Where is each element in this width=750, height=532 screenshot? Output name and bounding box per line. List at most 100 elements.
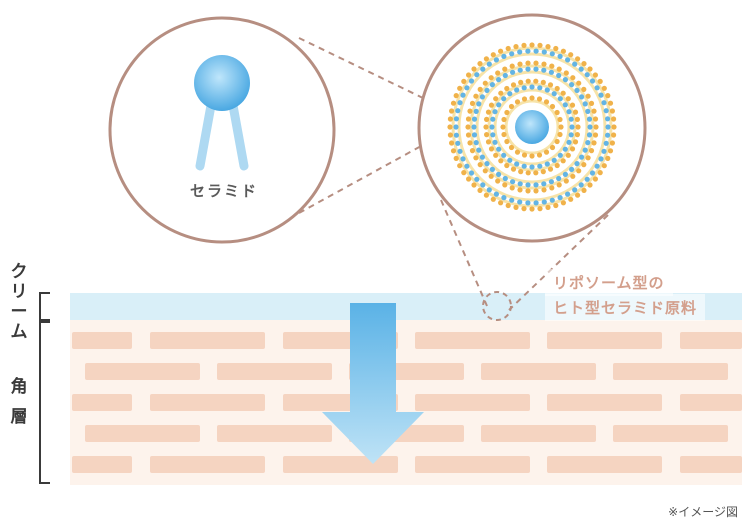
lipid-head	[557, 131, 563, 138]
lipid-head	[557, 96, 563, 102]
lipid-head	[587, 66, 593, 72]
lipid-head	[502, 72, 508, 79]
lipid-head	[502, 175, 508, 182]
lipid-tail-ring	[451, 46, 613, 208]
lipid-head	[570, 173, 576, 179]
brick	[680, 394, 742, 411]
lipid-head	[477, 61, 483, 67]
lipid-head	[609, 140, 616, 146]
brick	[283, 456, 398, 473]
lipid-head	[479, 94, 485, 100]
lipid-head	[569, 124, 575, 130]
lipid-head	[541, 67, 547, 73]
lipid-head	[529, 164, 535, 170]
lipid-head	[510, 82, 517, 88]
lipid-head	[565, 57, 571, 63]
lipid-head	[565, 191, 571, 197]
lipid-head	[490, 116, 496, 122]
brick	[415, 394, 530, 411]
lipid-head	[477, 187, 483, 193]
lipid-head	[469, 148, 476, 154]
lipid-head	[594, 85, 600, 91]
lipid-head	[513, 204, 519, 210]
lipid-head	[509, 69, 516, 75]
lipid-head	[501, 53, 507, 60]
brick	[72, 394, 132, 411]
lipid-head	[549, 51, 555, 57]
lipid-head	[603, 108, 609, 114]
cream-bracket	[39, 292, 50, 321]
lipid-head	[601, 85, 607, 91]
lipid-head	[471, 124, 477, 130]
lipid-head	[591, 108, 597, 114]
lipid-head	[574, 87, 580, 93]
lipid-head	[507, 91, 513, 97]
lipid-head	[453, 155, 459, 161]
lipid-head	[560, 200, 567, 206]
lipid-head	[493, 57, 499, 63]
lipid-head	[460, 156, 466, 162]
lipid-head	[482, 168, 488, 174]
zoom-origin-circle	[482, 291, 512, 321]
lipid-head	[461, 170, 467, 176]
lipid-head	[465, 116, 472, 122]
lipid-head	[473, 108, 479, 114]
lipid-head	[453, 132, 459, 138]
brick	[481, 425, 596, 442]
lipid-tail-ring	[493, 88, 571, 166]
lipid-head	[525, 200, 531, 206]
lipid-head	[525, 48, 531, 54]
lipid-head	[589, 78, 596, 84]
lipid-head	[556, 175, 562, 182]
lipid-head	[540, 169, 546, 175]
lipid-head	[569, 82, 575, 88]
lipid-head	[509, 185, 515, 191]
lipid-head	[488, 173, 494, 179]
lipid-head	[568, 52, 574, 58]
lipid-head	[548, 179, 555, 185]
lipid-head	[490, 132, 496, 138]
lipid-tail-ring	[487, 82, 577, 172]
lipid-head	[479, 154, 485, 160]
lipid-head	[490, 196, 496, 202]
brick	[150, 332, 265, 349]
lipid-head	[488, 102, 495, 108]
lipid-head	[589, 170, 596, 176]
brick	[613, 425, 728, 442]
brick	[415, 332, 530, 349]
lipid-head	[585, 155, 591, 161]
lipid-head	[557, 152, 563, 158]
lipid-head	[483, 124, 489, 130]
lipid-head	[467, 140, 473, 146]
callout-line-1: リポソーム型の	[545, 269, 673, 296]
lipid-head	[549, 144, 556, 151]
lipid-head	[525, 66, 531, 72]
lipid-head	[514, 99, 521, 105]
lipid-head	[498, 48, 504, 54]
lipid-head	[525, 182, 531, 188]
lipid-tail-ring	[475, 70, 589, 184]
lipid-head	[490, 52, 496, 58]
lipid-head	[605, 132, 611, 138]
lipid-head	[584, 72, 590, 78]
lipid-head	[477, 86, 483, 92]
brick	[547, 456, 662, 473]
lipid-head	[505, 202, 511, 209]
lipid-head	[574, 161, 580, 167]
lipid-head	[593, 124, 599, 130]
lipid-head	[547, 82, 554, 88]
lipid-head	[543, 99, 550, 105]
lipid-head	[562, 102, 568, 108]
lipid-head	[607, 100, 614, 106]
lipid-head	[517, 181, 523, 187]
lipid-head	[581, 162, 587, 168]
ceramide-head-icon	[194, 55, 250, 111]
lipid-head	[565, 152, 571, 158]
penetration-arrow	[322, 303, 424, 464]
liposome-core	[515, 110, 549, 144]
lipid-head	[469, 100, 476, 106]
lipid-head	[560, 158, 566, 164]
lipid-head	[502, 66, 508, 72]
lipid-head	[582, 101, 588, 107]
